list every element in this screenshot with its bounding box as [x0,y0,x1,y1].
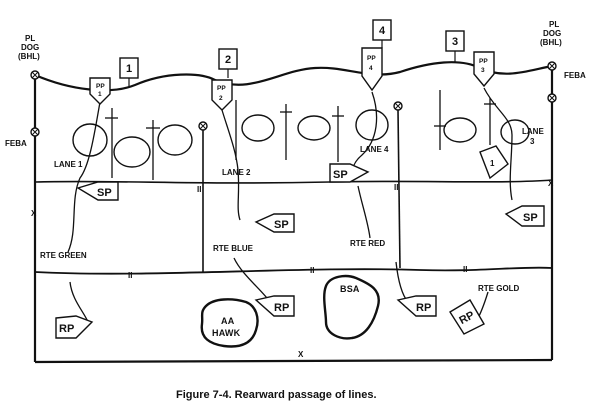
unit-boundary-ticks [105,90,496,180]
passage-lanes [67,87,513,323]
start-point-icon: SP [329,163,370,183]
svg-text:SP: SP [523,212,538,224]
boundary-mark-ii: II [394,183,398,192]
lane-1-label: LANE 1 [54,160,83,169]
svg-text:RP: RP [59,323,74,335]
lane-2-label: LANE 2 [222,168,251,177]
svg-text:SP: SP [97,187,112,199]
svg-text:SP: SP [333,169,348,181]
unit-box-3: 3 [445,30,465,52]
release-point-icon: RP [254,295,295,317]
passage-point-2: PP 2 [211,79,233,111]
svg-text:1: 1 [98,91,102,98]
route-blue-label: RTE BLUE [213,244,254,253]
brigade-support-area: BSA [323,274,380,340]
svg-text:HAWK: HAWK [212,328,241,338]
svg-text:RP: RP [274,302,289,314]
rear-lateral-line [34,266,553,275]
route-green-label: RTE GREEN [40,251,87,260]
svg-text:3: 3 [481,67,485,74]
unit-box-2: 2 [218,48,238,70]
boundary-marker-icon [30,61,557,137]
sector-divider-2 [397,109,401,269]
air-defense-hawk-area: AA HAWK [200,298,259,348]
svg-text:(BHL): (BHL) [540,38,562,47]
svg-text:1: 1 [490,159,495,168]
svg-text:2: 2 [219,95,223,102]
svg-text:4: 4 [379,25,386,37]
lane-marker-1: 1 [479,145,509,180]
svg-text:DOG: DOG [21,43,39,52]
rear-boundary [34,358,553,364]
pl-dog-label-left: PL DOG (BHL) [18,34,40,61]
boundary-mark-x: X [31,209,37,218]
pl-dog-label-right: PL DOG (BHL) [540,20,562,47]
route-red-label: RTE RED [350,239,385,248]
release-point-icon: RP [449,299,485,335]
route-gold-label: RTE GOLD [478,284,520,293]
boundary-mark-ii: II [310,266,314,275]
release-point-icon: RP [55,315,94,339]
svg-text:BSA: BSA [340,284,360,294]
svg-text:3: 3 [452,36,458,48]
svg-text:4: 4 [369,65,373,72]
figure-caption: Figure 7-4. Rearward passage of lines. [176,389,377,401]
passage-point-3: PP 3 [473,51,495,88]
svg-text:PP: PP [96,83,105,90]
passage-point-1: PP 1 [89,77,111,105]
svg-text:PL: PL [549,20,559,29]
lane-3-label: LANE 3 [522,127,544,146]
battle-position-icon [72,109,530,168]
svg-text:3: 3 [530,137,535,146]
start-point-icon: SP [76,181,119,201]
svg-text:LANE: LANE [522,127,544,136]
feba-label-left: FEBA [5,139,27,148]
boundary-mark-ii: II [197,185,201,194]
start-point-icon: SP [254,213,295,233]
svg-text:PP: PP [217,85,226,92]
passage-point-4: PP 4 [361,47,383,92]
release-point-icon: RP [396,295,437,317]
svg-text:RP: RP [416,302,431,314]
svg-text:PP: PP [479,58,488,65]
svg-text:AA: AA [221,316,235,326]
svg-text:SP: SP [274,219,289,231]
start-point-icon: SP [504,205,545,227]
unit-box-4: 4 [372,19,392,41]
boundary-mark-ii: II [128,271,132,280]
unit-box-connectors [128,40,456,88]
feba-label-right: FEBA [564,71,586,80]
svg-text:PP: PP [367,55,376,62]
svg-text:(BHL): (BHL) [18,52,40,61]
svg-text:DOG: DOG [543,29,561,38]
svg-text:PL: PL [25,34,35,43]
boundary-mark-x: X [548,179,554,188]
lane-4-label: LANE 4 [360,145,389,154]
boundary-mark-ii: II [463,265,467,274]
unit-box-1: 1 [119,57,139,79]
svg-text:1: 1 [126,63,132,75]
svg-text:2: 2 [225,54,231,66]
boundary-mark-x: X [298,350,304,359]
